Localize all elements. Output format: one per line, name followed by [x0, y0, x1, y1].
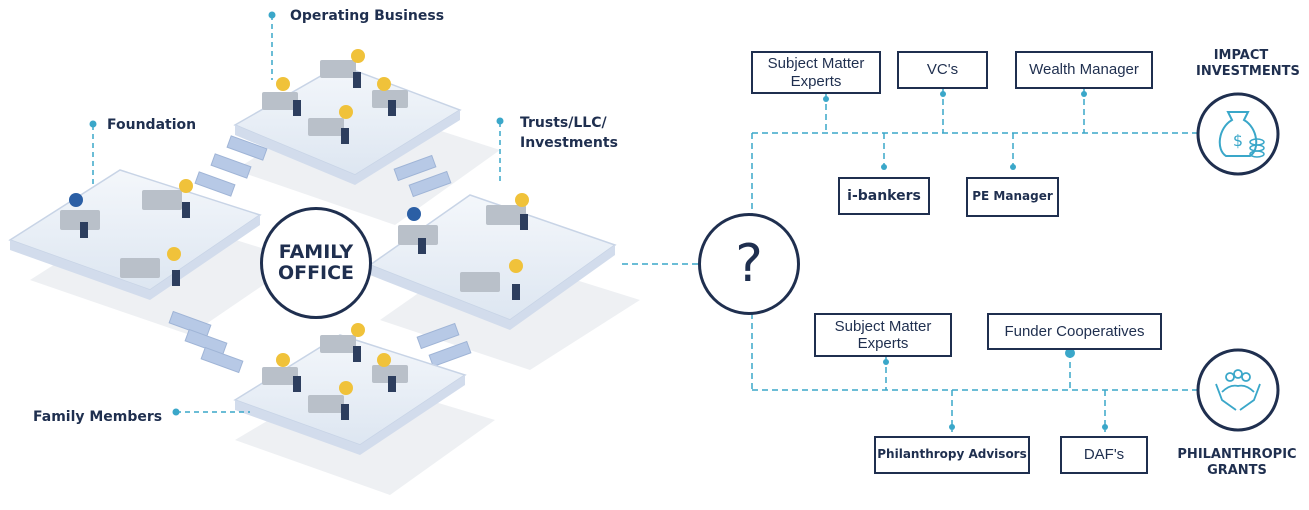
leader-dots [89, 11, 504, 416]
platform-edges [10, 110, 615, 455]
box-vcs: VC's [897, 51, 988, 89]
network-dots [823, 91, 1108, 430]
family-office-circle: FAMILY OFFICE [260, 207, 372, 319]
desks [60, 49, 529, 420]
box-dafs: DAF's [1060, 436, 1148, 474]
box-pe-manager: PE Manager [966, 177, 1059, 217]
title-impact-investments: IMPACT INVESTMENTS [1196, 48, 1300, 80]
family-office-label: FAMILY OFFICE [277, 241, 355, 284]
label-family-members: Family Members [33, 409, 163, 425]
question-mark: ? [735, 234, 763, 294]
box-impact-subject-matter-experts: Subject Matter Experts [751, 51, 881, 94]
label-trusts: Trusts/LLC/ Investments [520, 115, 618, 151]
box-wealth-manager: Wealth Manager [1015, 51, 1153, 89]
box-phil-subject-matter-experts: Subject Matter Experts [814, 313, 952, 357]
box-i-bankers: i-bankers [838, 177, 930, 215]
walkways [168, 135, 472, 374]
title-philanthropic-grants: PHILANTHROPIC GRANTS [1177, 447, 1297, 479]
box-funder-cooperatives: Funder Cooperatives [987, 313, 1162, 350]
money-bag-icon: $ [1196, 92, 1280, 176]
question-circle: ? [698, 213, 800, 315]
people-in-hands-icon [1196, 348, 1280, 432]
label-operating-business: Operating Business [290, 8, 445, 24]
left-leaders [92, 15, 501, 413]
box-philanthropy-advisors: Philanthropy Advisors [874, 436, 1030, 474]
label-foundation: Foundation [107, 117, 197, 133]
svg-text:$: $ [1233, 131, 1243, 150]
